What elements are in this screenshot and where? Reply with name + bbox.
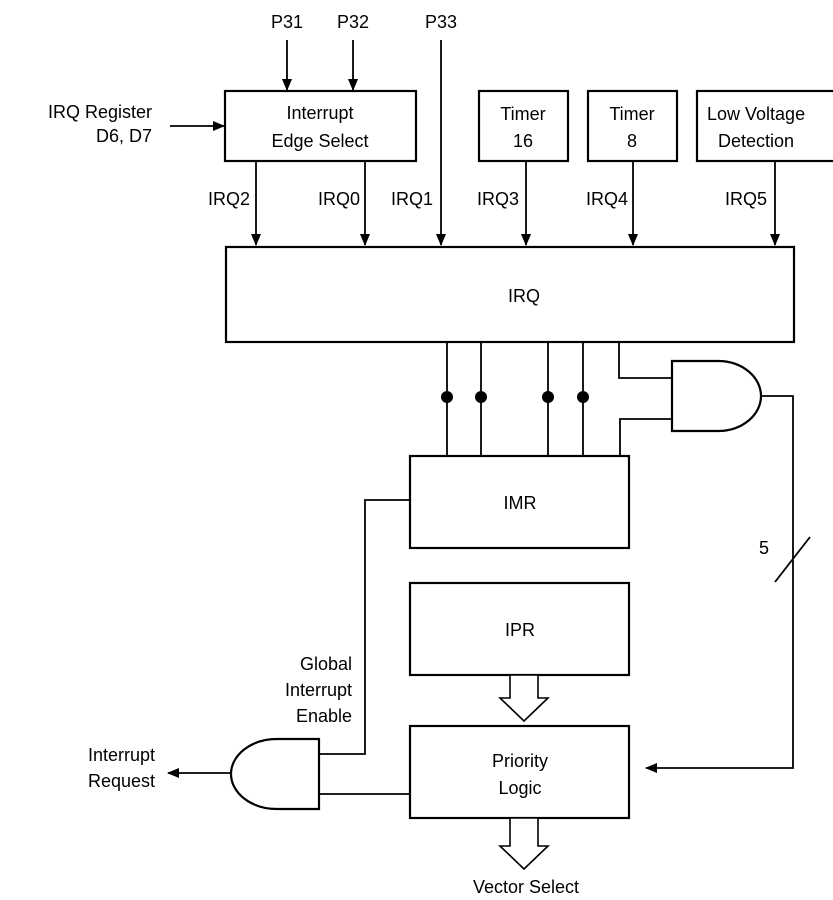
bus-width-label: 5: [759, 538, 769, 558]
lvd-label-line1: Low Voltage: [707, 104, 805, 124]
irq-register-label-line1: IRQ Register: [48, 102, 152, 122]
imr-to-and-gate-wire: [619, 418, 672, 455]
irq-to-imr-lines: [446, 342, 584, 455]
timer16-label-line1: Timer: [500, 104, 545, 124]
global-interrupt-enable-wire: [319, 499, 410, 755]
interrupt-request-label-line1: Interrupt: [88, 745, 155, 765]
priority-logic-block: Priority Logic: [408, 724, 631, 820]
timer16-label-line2: 16: [513, 131, 533, 151]
timer8-label-line1: Timer: [609, 104, 654, 124]
timer8-block: Timer 8: [586, 89, 679, 163]
p33-label: P33: [425, 12, 457, 32]
edge-select-label-line1: Interrupt: [286, 103, 353, 123]
irq2-label: IRQ2: [208, 189, 250, 209]
ipr-to-priority-bus-arrow: [498, 674, 550, 723]
imr-block-label: IMR: [504, 493, 537, 513]
irq4-label: IRQ4: [586, 189, 628, 209]
vector-select-bus-arrow: [498, 817, 550, 871]
bus-width-slash: [774, 536, 811, 583]
vector-select-label: Vector Select: [473, 877, 579, 897]
continuation-dots: [441, 391, 589, 403]
edge-select-block: Interrupt Edge Select: [223, 89, 418, 163]
lvd-label-line2: Detection: [718, 131, 794, 151]
p31-label: P31: [271, 12, 303, 32]
low-voltage-detection-block: Low Voltage Detection: [695, 89, 833, 163]
edge-select-label-line2: Edge Select: [271, 131, 368, 151]
ipr-block-label: IPR: [505, 620, 535, 640]
p32-label: P32: [337, 12, 369, 32]
ipr-block: IPR: [408, 581, 631, 677]
priority-logic-label-line1: Priority: [492, 751, 548, 771]
timer8-label-line2: 8: [627, 131, 637, 151]
gie-label-line2: Interrupt: [285, 680, 352, 700]
irq5-label: IRQ5: [725, 189, 767, 209]
and-gate-right: [670, 359, 763, 433]
and-output-bus: [645, 395, 794, 773]
irq-block-label: IRQ: [508, 286, 540, 306]
gie-label-line3: Enable: [296, 706, 352, 726]
irq0-label: IRQ0: [318, 189, 360, 209]
gie-label-line1: Global: [300, 654, 352, 674]
timer16-block: Timer 16: [477, 89, 570, 163]
irq3-label: IRQ3: [477, 189, 519, 209]
priority-logic-label-line2: Logic: [498, 778, 541, 798]
imr-block: IMR: [408, 454, 631, 550]
irq-register-label-line2: D6, D7: [96, 126, 152, 146]
irq-block: IRQ: [224, 245, 796, 344]
and-gate-left: [229, 737, 321, 811]
interrupt-request-label-line2: Request: [88, 771, 155, 791]
irq-to-and-gate-wire: [618, 342, 672, 379]
irq1-label: IRQ1: [391, 189, 433, 209]
